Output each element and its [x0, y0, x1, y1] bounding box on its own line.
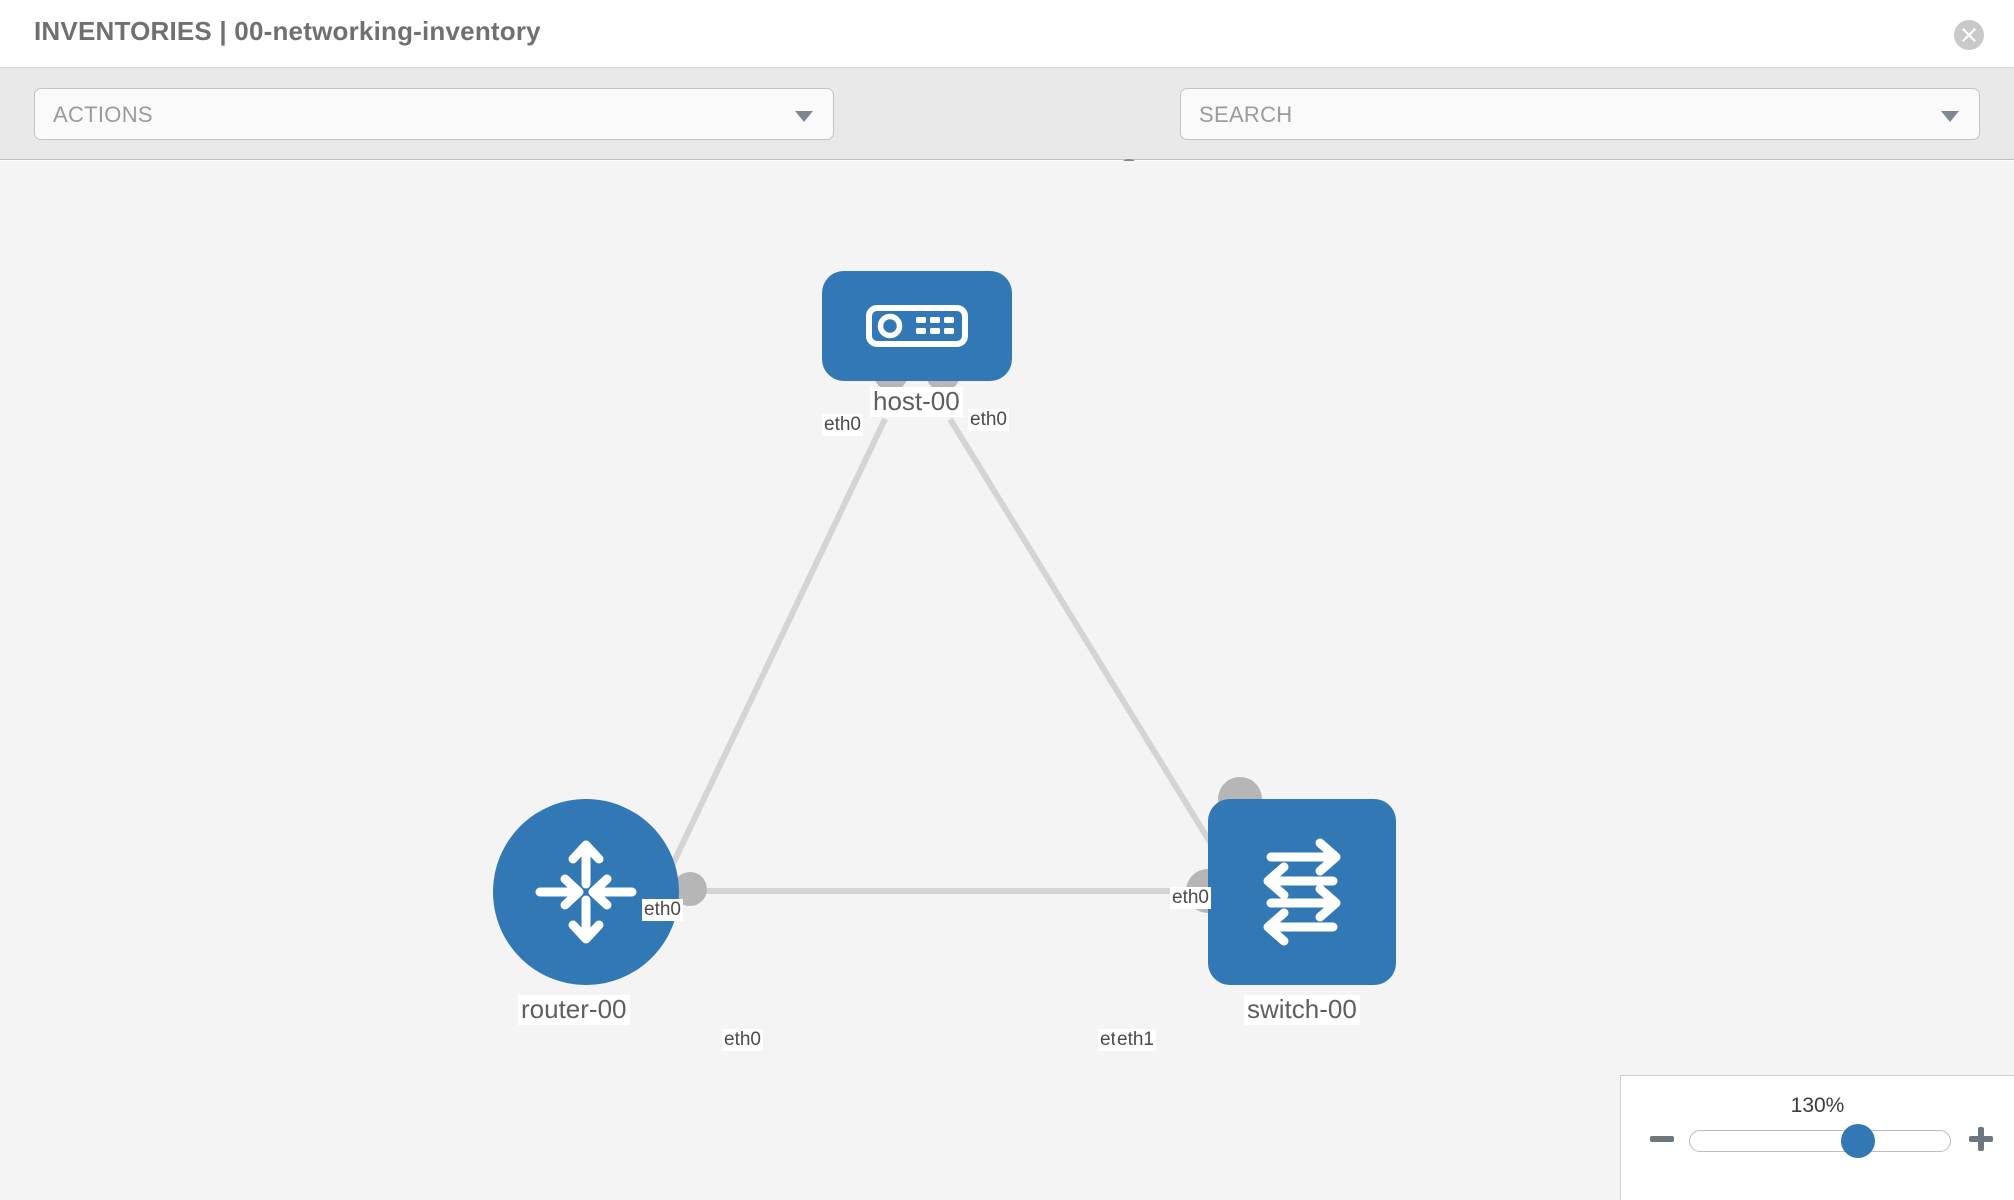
search-input[interactable]: SEARCH: [1180, 88, 1980, 140]
zoom-control: 130%: [1620, 1075, 2014, 1200]
router-arrows-icon: [535, 840, 637, 944]
edge-host-switch: [947, 417, 1243, 893]
zoom-slider-thumb[interactable]: [1840, 1124, 1875, 1158]
page-title: INVENTORIES | 00-networking-inventory: [34, 16, 541, 46]
search-placeholder: SEARCH: [1199, 102, 1293, 127]
toolbar: ACTIONS SEARCH: [0, 68, 2014, 189]
zoom-percent-label: 130%: [1790, 1094, 1845, 1117]
close-icon[interactable]: [1954, 20, 1984, 50]
actions-dropdown[interactable]: ACTIONS: [34, 88, 834, 140]
edge-host-router: [657, 417, 888, 893]
node-switch-00[interactable]: switch-00: [1186, 777, 1408, 1029]
iface-label-host-right: eth0: [968, 409, 1009, 431]
node-router-00[interactable]: router-00: [493, 799, 707, 1029]
node-icon-switch: [1208, 799, 1396, 985]
node-label-router-00: router-00: [518, 994, 630, 1025]
topology-canvas[interactable]: host-00 eth0 eth0: [0, 161, 2014, 1200]
minus-icon: [1650, 1136, 1674, 1142]
node-label-switch-00: switch-00: [1244, 994, 1360, 1025]
node-icon-host: [822, 271, 1012, 381]
chevron-down-icon: [1941, 111, 1959, 122]
zoom-in-button[interactable]: [1966, 1124, 1996, 1154]
iface-label-switch-up: eth0: [1170, 887, 1211, 909]
zoom-out-button[interactable]: [1647, 1124, 1677, 1154]
actions-dropdown-label: ACTIONS: [53, 102, 153, 127]
topology-edges: [657, 417, 1243, 894]
plus-icon: [1969, 1127, 1993, 1151]
iface-label-host-left: eth0: [822, 414, 863, 436]
node-icon-router: [493, 799, 679, 985]
node-label-host-00: host-00: [870, 386, 963, 417]
switch-arrows-icon: [1263, 838, 1341, 946]
server-icon: [866, 305, 968, 347]
iface-label-router-up: eth0: [642, 899, 683, 921]
node-host-00[interactable]: host-00: [822, 271, 1012, 471]
zoom-slider[interactable]: [1689, 1124, 1951, 1158]
iface-label-switch-left-b: eth1: [1115, 1029, 1156, 1051]
page-header: INVENTORIES | 00-networking-inventory: [0, 0, 2014, 68]
chevron-down-icon: [795, 111, 813, 122]
iface-label-router-right: eth0: [722, 1029, 763, 1051]
